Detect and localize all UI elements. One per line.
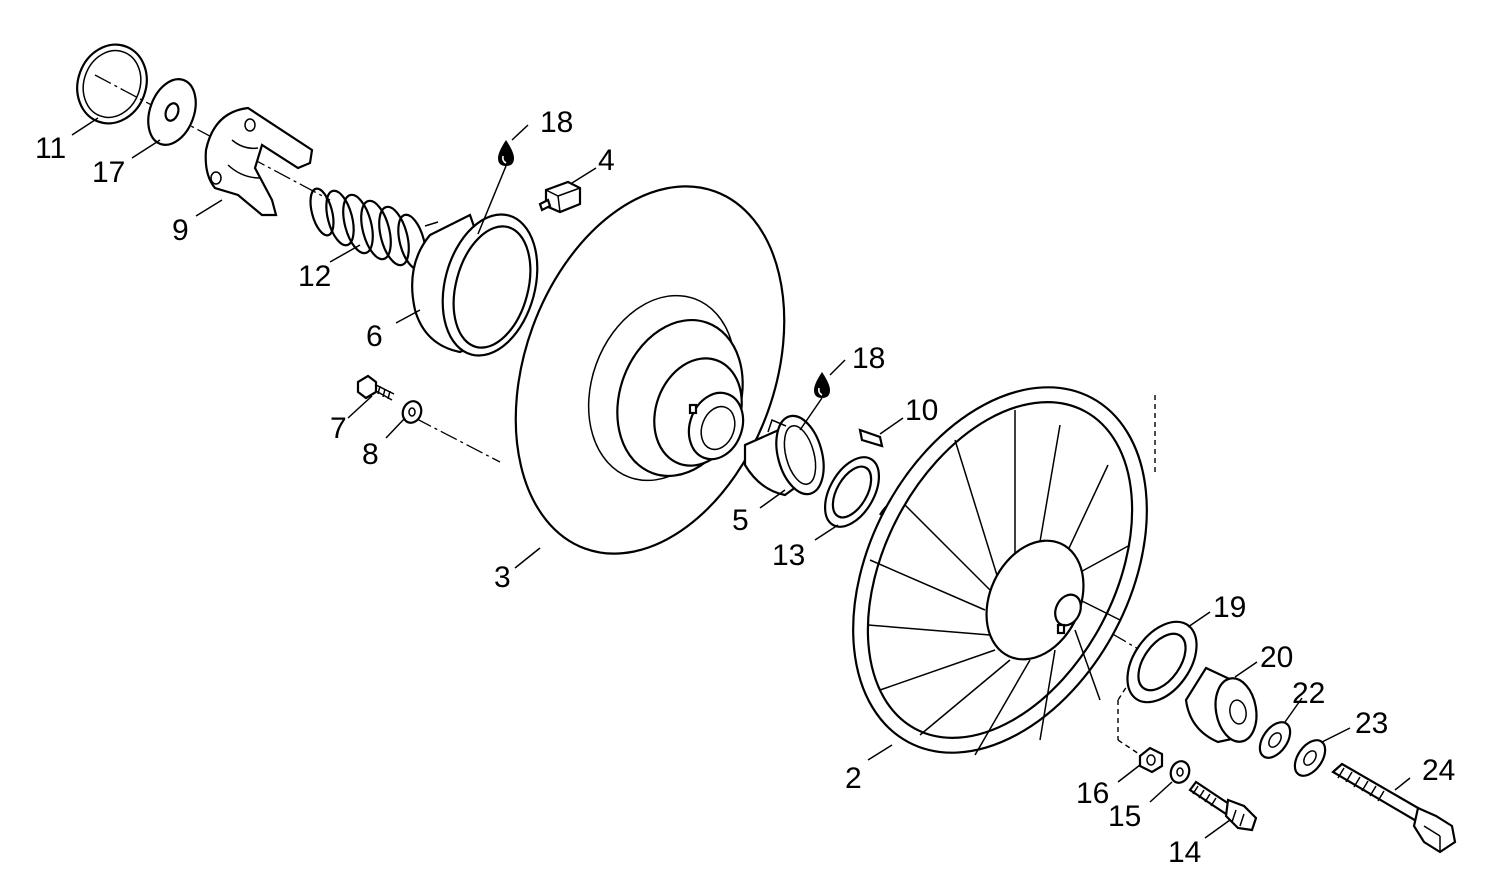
oil-drop-icon <box>498 140 514 166</box>
label-part-2: 2 <box>845 762 862 795</box>
part-5-bushing <box>743 414 825 497</box>
label-part-4: 4 <box>598 144 615 177</box>
part-7-screw <box>356 374 395 401</box>
label-part-7: 7 <box>330 412 347 445</box>
part-13-spacer-ring <box>823 456 881 528</box>
oil-drop-icon <box>814 372 830 398</box>
part-9-cam <box>204 106 314 217</box>
sheave-spokes <box>867 410 1131 756</box>
label-part-8: 8 <box>362 438 379 471</box>
part-17-washer <box>147 78 197 146</box>
part-labels: 11 17 9 12 6 18 4 7 8 3 5 18 10 13 2 19 … <box>35 106 1455 869</box>
part-19-washer <box>1126 620 1198 704</box>
label-part-20: 20 <box>1260 641 1293 674</box>
part-14-screw <box>1188 780 1258 832</box>
part-20-spacer <box>1184 666 1258 744</box>
label-part-11: 11 <box>35 132 66 165</box>
label-part-5: 5 <box>732 504 749 537</box>
label-part-24: 24 <box>1422 754 1455 787</box>
label-part-15: 15 <box>1108 800 1141 833</box>
label-part-3: 3 <box>494 561 511 594</box>
label-part-12: 12 <box>298 260 331 293</box>
label-part-18-lower: 18 <box>852 342 885 375</box>
part-24-bolt <box>1331 762 1457 854</box>
label-part-16: 16 <box>1076 777 1109 810</box>
part-8-washer <box>401 400 423 424</box>
label-part-23: 23 <box>1355 707 1388 740</box>
part-4-slider <box>538 180 582 214</box>
part-6-sleeve <box>411 213 539 357</box>
part-2-fixed-sheave <box>852 386 1148 756</box>
part-10-key <box>858 428 884 448</box>
label-part-9: 9 <box>172 214 189 247</box>
part-11-retaining-ring <box>76 43 148 125</box>
label-part-17: 17 <box>92 156 125 189</box>
part-3-movable-sheave <box>514 185 786 555</box>
label-part-19: 19 <box>1213 591 1246 624</box>
label-part-14: 14 <box>1168 836 1201 869</box>
part-23-washer <box>1293 739 1327 777</box>
label-part-13: 13 <box>772 539 805 572</box>
label-part-18-upper: 18 <box>540 106 573 139</box>
part-22-washer <box>1258 721 1292 759</box>
part-15-washer <box>1169 760 1191 784</box>
leader-lines <box>71 117 1411 839</box>
part-16-nut <box>1138 746 1164 774</box>
label-part-10: 10 <box>905 394 938 427</box>
label-part-6: 6 <box>366 320 383 353</box>
label-part-22: 22 <box>1292 677 1325 710</box>
